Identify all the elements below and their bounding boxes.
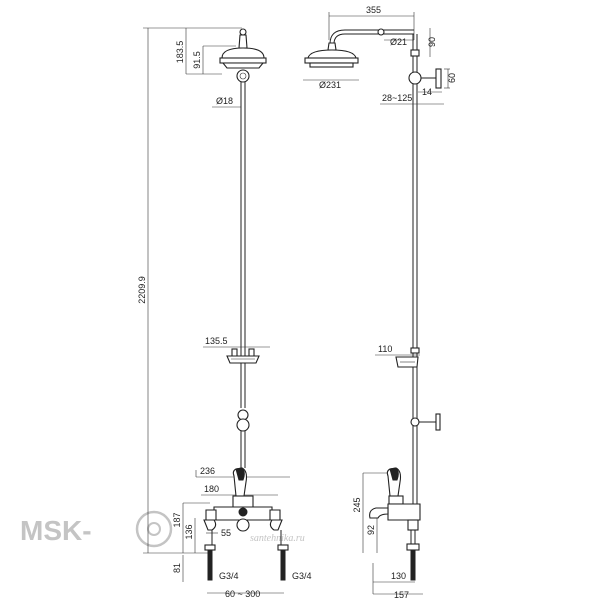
mixer-outlet xyxy=(236,518,250,532)
lower-bracket-ring xyxy=(410,417,420,427)
left-elbow xyxy=(205,509,217,521)
side-height-label: 245 xyxy=(352,497,362,512)
side-mixer-valve xyxy=(388,495,404,505)
side-mixer-leg xyxy=(407,519,419,531)
head-dome xyxy=(221,47,265,59)
overall-height-label: 2209.9 xyxy=(137,276,147,304)
side-spout xyxy=(369,507,389,519)
mixer-diverter-icon xyxy=(238,507,248,517)
side-mixer-lever-top xyxy=(389,467,399,481)
mixer-height-label: 187 xyxy=(172,512,182,527)
soap-side-label: 110 xyxy=(378,344,392,354)
head-height-label: 183.5 xyxy=(175,41,185,64)
arm-length-label: 355 xyxy=(366,5,381,15)
thread-right-label: G3/4 xyxy=(292,571,312,581)
head-rim xyxy=(219,57,267,64)
head-diameter-label: Ø231 xyxy=(319,80,341,90)
mixer-inner-label: 180 xyxy=(204,484,219,494)
watermark-at-inner xyxy=(147,522,161,536)
arm-joint xyxy=(377,28,385,36)
left-nut xyxy=(204,544,216,551)
head-joint xyxy=(236,69,250,83)
arm-bottom xyxy=(333,33,414,45)
side-head-face xyxy=(309,62,354,68)
head-face xyxy=(221,62,265,69)
wall-range-label: 28~125 xyxy=(382,93,412,103)
left-leg xyxy=(203,519,217,531)
head-cap xyxy=(239,28,247,36)
bracket-plate xyxy=(435,68,442,89)
bracket-height-label: 60 xyxy=(447,73,457,83)
side-depth-label: 157 xyxy=(394,590,409,600)
right-nut xyxy=(277,544,289,551)
bracket-ring xyxy=(408,71,422,85)
left-tail xyxy=(207,549,213,581)
side-head-dome xyxy=(307,49,357,59)
lower-bracket-plate xyxy=(435,413,441,431)
side-view: 355 Ø21 90 Ø231 60 14 28~125 110 xyxy=(303,5,457,600)
bracket-depth-label: 14 xyxy=(422,87,432,97)
riser-diameter-label: Ø18 xyxy=(216,96,233,106)
side-riser-joint xyxy=(410,49,420,57)
side-head-rim xyxy=(304,57,359,64)
mixer-width-label: 236 xyxy=(200,466,215,476)
arm-top xyxy=(329,29,414,45)
connector-label: 55 xyxy=(221,528,231,538)
soap-front-label: 135.5 xyxy=(205,336,228,346)
centres-label: 60 ~ 300 xyxy=(225,589,260,599)
soap-dish xyxy=(226,355,260,364)
spout-reach-label: 130 xyxy=(391,571,406,581)
right-leg xyxy=(269,519,283,531)
mixer-lever-top xyxy=(235,467,245,481)
side-nut xyxy=(406,543,420,551)
spout-height-label: 92 xyxy=(366,525,376,535)
connector-low-label: 81 xyxy=(172,563,182,573)
mixer-valve xyxy=(232,495,254,509)
right-tail xyxy=(280,549,286,581)
riser-joint-2 xyxy=(236,418,250,432)
thread-left-label: G3/4 xyxy=(219,571,239,581)
head-neck-label: 91.5 xyxy=(192,51,202,69)
head-neck xyxy=(238,34,248,49)
side-mixer-body xyxy=(387,503,421,521)
side-head-neck xyxy=(327,42,337,51)
arm-diameter-label: Ø21 xyxy=(390,37,407,47)
right-elbow xyxy=(269,509,281,521)
watermark-brand: MSK- xyxy=(20,515,92,546)
soap-side-clamp xyxy=(410,347,420,354)
head-joint-inner xyxy=(239,72,247,80)
mixer-body-label: 136 xyxy=(184,524,194,539)
front-view: 2209.9 183.5 91.5 Ø18 135.5 xyxy=(137,27,312,599)
watermark: MSK- santehnika.ru xyxy=(20,510,305,548)
arm-drop-label: 90 xyxy=(427,37,437,47)
watermark-domain: santehnika.ru xyxy=(250,533,305,544)
watermark-at-icon xyxy=(135,510,173,548)
side-tail xyxy=(410,549,416,581)
